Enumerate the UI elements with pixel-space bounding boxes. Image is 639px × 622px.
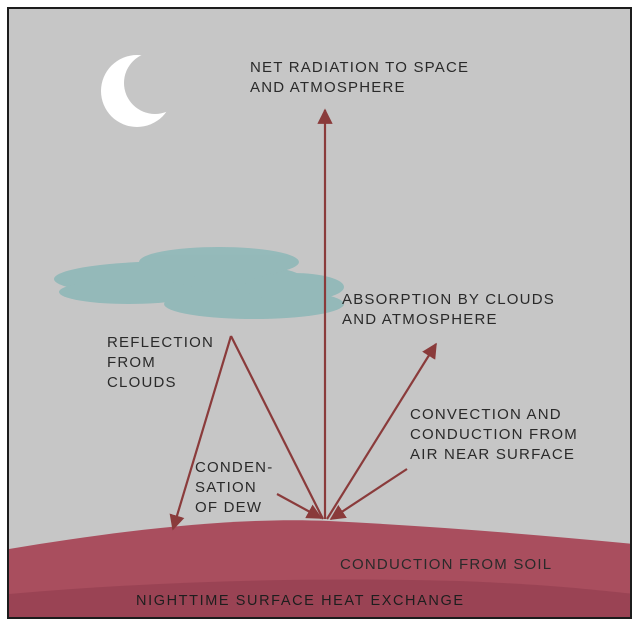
diagram-frame: NET RADIATION TO SPACE AND ATMOSPHERE AB… (7, 7, 632, 619)
soil-label: CONDUCTION FROM SOIL (340, 556, 553, 573)
moon-icon (101, 52, 186, 127)
net-radiation-label: NET RADIATION TO SPACE AND ATMOSPHERE (250, 59, 470, 96)
absorption-arrow (326, 342, 437, 520)
reflection-up-arrow (230, 335, 324, 520)
cloud (54, 247, 344, 319)
absorption-label: ABSORPTION BY CLOUDS AND ATMOSPHERE (342, 291, 555, 328)
ground-shading (9, 579, 630, 617)
reflection-label: REFLECTION FROM CLOUDS (107, 334, 215, 391)
diagram-title: NIGHTTIME SURFACE HEAT EXCHANGE (136, 593, 465, 609)
reflection-down-arrow (169, 335, 233, 531)
diagram-canvas (9, 9, 630, 617)
convection-arrow (329, 468, 408, 520)
condensation-label: CONDEN- SATION OF DEW (195, 459, 274, 516)
convection-label: CONVECTION AND CONDUCTION FROM AIR NEAR … (410, 406, 578, 463)
condensation-arrow (276, 493, 323, 519)
